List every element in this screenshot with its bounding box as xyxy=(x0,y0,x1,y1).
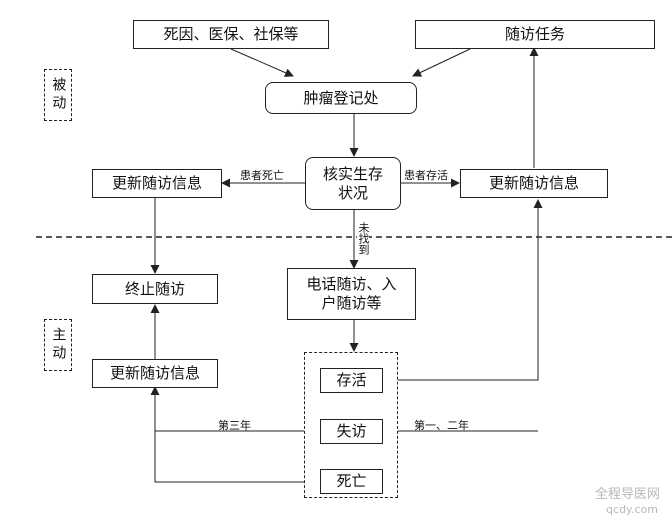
zone-label-passive: 被动 xyxy=(44,69,72,121)
node-verify-status: 核实生存状况 xyxy=(305,157,401,210)
node-terminate: 终止随访 xyxy=(92,274,218,304)
arrow-sources-to-registry xyxy=(230,48,294,77)
node-alive: 存活 xyxy=(320,368,383,393)
label-first-second-year: 第一、二年 xyxy=(414,419,469,432)
zone-active-text: 主动 xyxy=(50,327,67,363)
arrow-dead-to-update-left xyxy=(150,386,320,483)
label-patient-dead: 患者死亡 xyxy=(240,169,284,182)
node-registry: 肿瘤登记处 xyxy=(265,82,417,114)
watermark-url: qcdy.com xyxy=(606,503,658,516)
node-sources: 死因、医保、社保等 xyxy=(133,20,329,49)
arrow-alive-to-update-right xyxy=(383,199,543,381)
node-phone-visit-text: 电话随访、入户随访等 xyxy=(306,275,397,312)
node-verify-status-text: 核实生存状况 xyxy=(322,164,383,202)
node-lost: 失访 xyxy=(320,419,383,444)
zone-passive-text: 被动 xyxy=(50,77,67,113)
node-followup-task: 随访任务 xyxy=(415,20,655,49)
node-update-left-bottom: 更新随访信息 xyxy=(92,359,218,388)
arrow-task-to-registry xyxy=(412,48,471,77)
node-update-left-top: 更新随访信息 xyxy=(92,169,222,198)
label-not-found: 未找到 xyxy=(357,222,370,255)
zone-label-active: 主动 xyxy=(44,319,72,371)
node-phone-visit: 电话随访、入户随访等 xyxy=(287,268,416,320)
node-update-right: 更新随访信息 xyxy=(460,169,608,198)
watermark-logo: 全程导医网 xyxy=(594,487,660,502)
node-dead: 死亡 xyxy=(320,469,383,494)
label-third-year: 第三年 xyxy=(218,419,251,432)
label-patient-alive: 患者存活 xyxy=(404,169,448,182)
